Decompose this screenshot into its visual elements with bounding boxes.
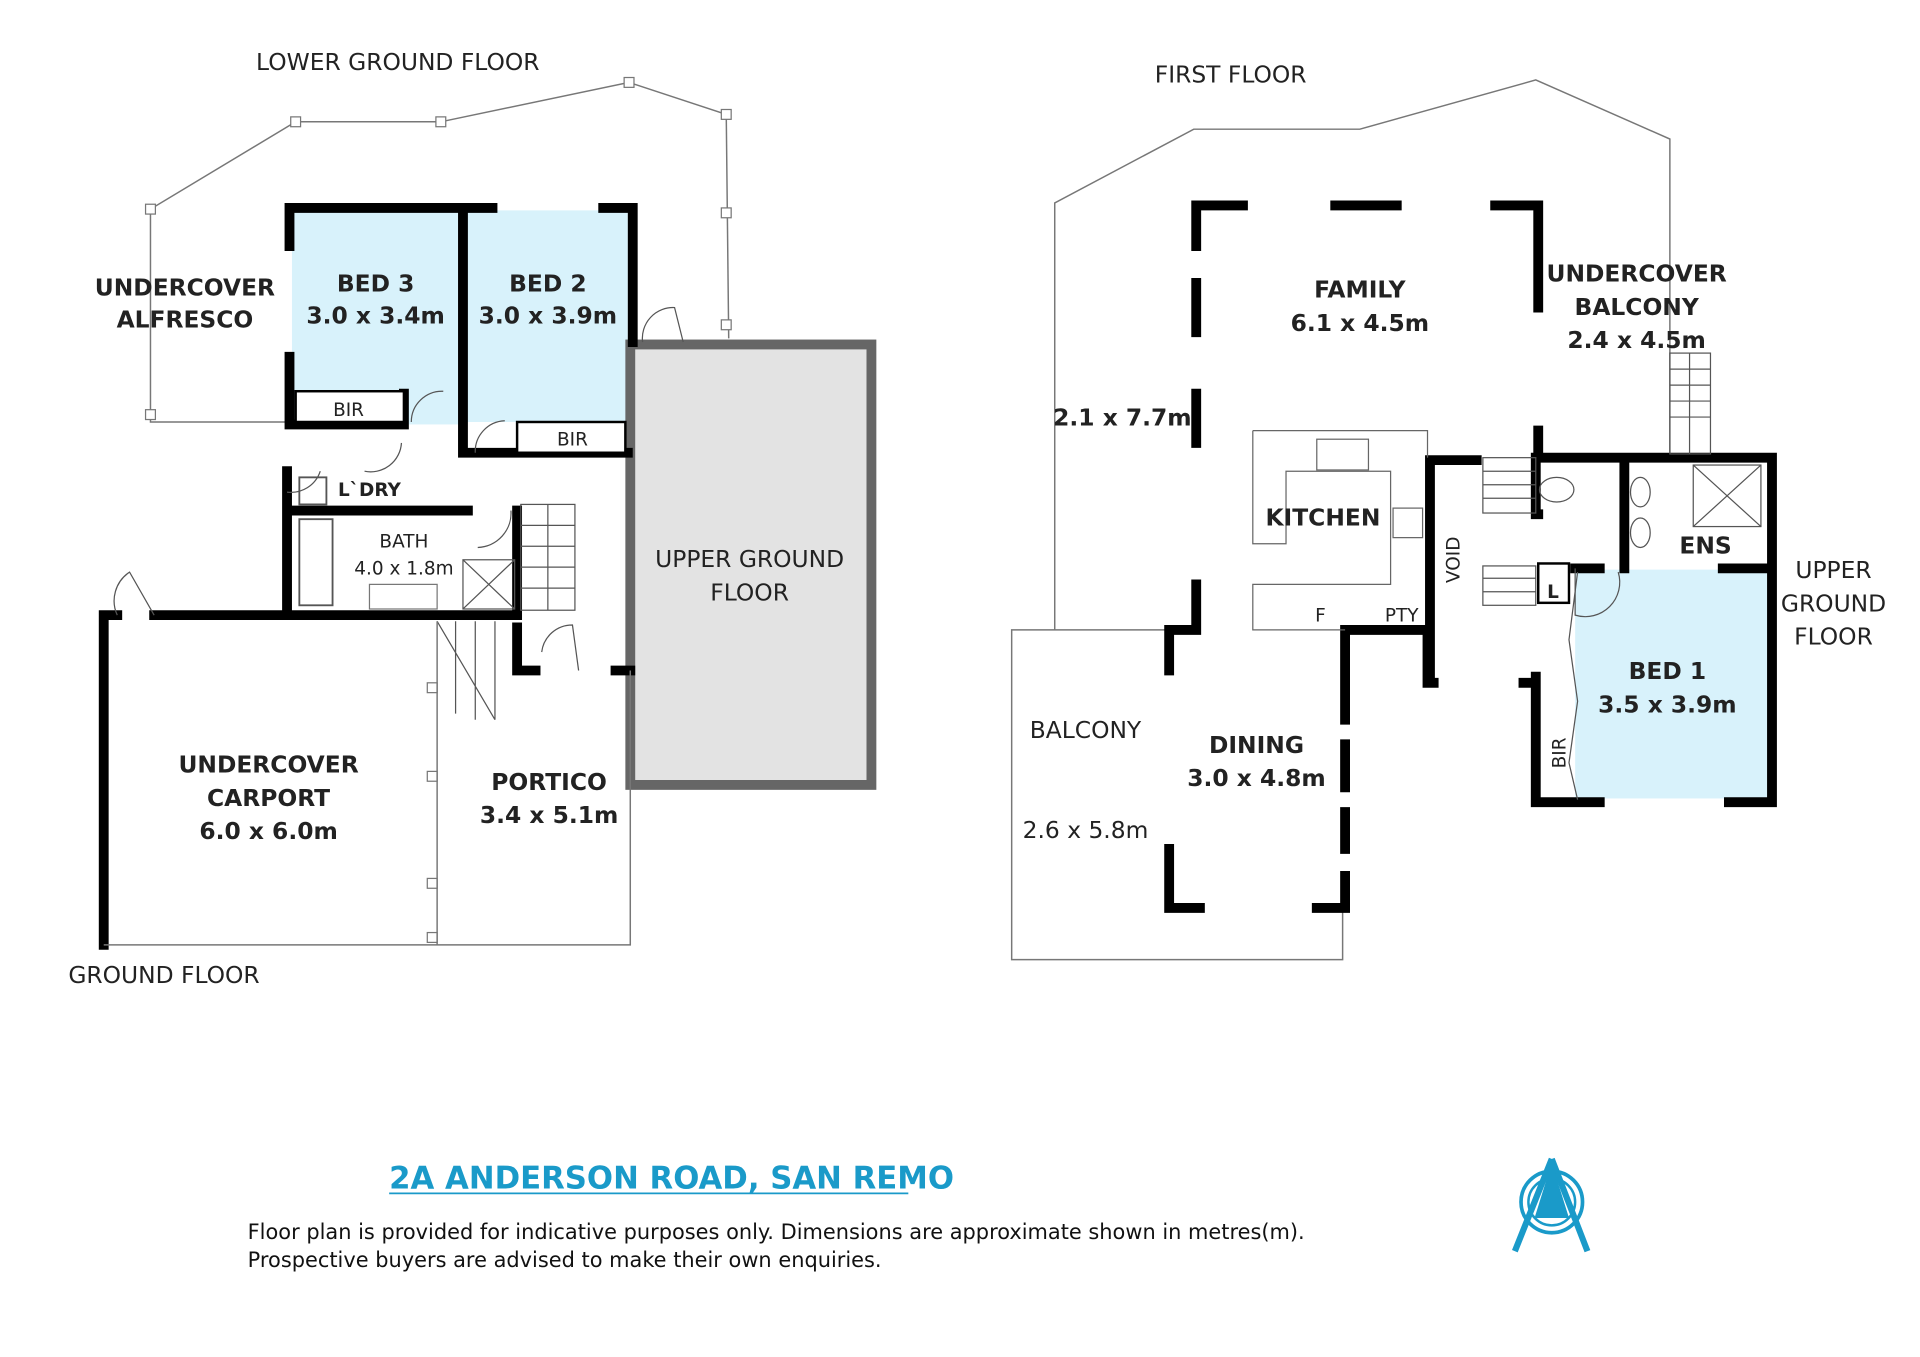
shower <box>462 559 516 610</box>
footer: 2A ANDERSON ROAD, SAN REMO Floor plan is… <box>248 1157 1591 1272</box>
dining-size: 3.0 x 4.8m <box>1187 764 1325 792</box>
first-floor-label: FIRST FLOOR <box>1155 60 1307 88</box>
door-swings <box>113 306 684 671</box>
upper-ground-floor-label-3: FLOOR <box>1794 623 1873 651</box>
bathtub <box>298 518 334 607</box>
bir-bed3-box <box>294 389 406 424</box>
vanity <box>368 583 438 610</box>
right-floor-plan: FIRST FLOOR FAMILY 6.1 x 4.5m 2.1 x 7.7m… <box>1010 60 1886 961</box>
carport-name-2: CARPORT <box>207 784 330 812</box>
bir-bed2-label: BIR <box>557 429 588 450</box>
bir-bed3-label: BIR <box>333 400 364 421</box>
stairs-icon <box>1482 352 1712 606</box>
walls <box>98 202 638 950</box>
portico-name: PORTICO <box>491 768 607 796</box>
bed2-fill <box>465 210 628 422</box>
undercover-balcony-size: 2.4 x 4.5m <box>1567 326 1705 354</box>
linen-label: L <box>1547 582 1559 603</box>
disclaimer-line-1: Floor plan is provided for indicative pu… <box>248 1220 1305 1244</box>
void-label: VOID <box>1443 537 1464 583</box>
bed2-size: 3.0 x 3.9m <box>479 302 617 330</box>
upper-ground-floor-label-2: GROUND <box>1781 589 1886 617</box>
disclaimer-line-2: Prospective buyers are advised to make t… <box>248 1248 882 1272</box>
dining-name: DINING <box>1209 731 1304 759</box>
posts <box>144 76 732 944</box>
carport-size: 6.0 x 6.0m <box>199 817 337 845</box>
upper-ground-floor-label-1: UPPER <box>1795 556 1871 584</box>
stairs-icon <box>436 503 576 721</box>
bir-bed2-box <box>515 420 627 454</box>
ensuite-fixtures <box>1538 464 1762 800</box>
brand-logo-icon <box>1512 1157 1591 1253</box>
alfresco-outline <box>149 81 730 423</box>
linen-box <box>1537 562 1571 605</box>
left-floor-plan: LOWER GROUND FLOOR GROUND FLOOR UNDERCOV… <box>68 48 877 989</box>
bath-size: 4.0 x 1.8m <box>354 559 453 580</box>
ground-floor-label: GROUND FLOOR <box>68 961 259 989</box>
balcony-name: BALCONY <box>1030 716 1142 744</box>
laundry-label: L`DRY <box>338 480 401 501</box>
bath-name: BATH <box>379 531 428 552</box>
bed1-fill <box>1575 569 1768 799</box>
walls <box>1164 200 1777 913</box>
bed1-name: BED 1 <box>1629 657 1707 685</box>
bir-bed1-label: BIR <box>1549 737 1570 768</box>
laundry-tub <box>298 476 328 506</box>
bed3-fill <box>291 210 463 425</box>
balcony-size: 2.6 x 5.8m <box>1023 816 1149 844</box>
kitchen-counters <box>1252 429 1429 631</box>
upper-ground-floor-block <box>625 339 877 790</box>
portico-size: 3.4 x 5.1m <box>480 801 618 829</box>
fridge-label: F <box>1315 605 1326 626</box>
alfresco-label-2: ALFRESCO <box>117 305 254 333</box>
undercover-balcony-name-1: UNDERCOVER <box>1547 260 1727 288</box>
kitchen-label: KITCHEN <box>1265 503 1380 531</box>
bed3-name: BED 3 <box>337 270 415 298</box>
upper-ground-floor-label-1: UPPER GROUND <box>655 545 844 573</box>
family-name: FAMILY <box>1314 276 1407 304</box>
bed1-size: 3.5 x 3.9m <box>1598 690 1736 718</box>
pantry-label: PTY <box>1385 605 1419 626</box>
carport-outline <box>103 670 632 946</box>
carport-name-1: UNDERCOVER <box>178 751 358 779</box>
family-size: 6.1 x 4.5m <box>1291 309 1429 337</box>
upper-ground-floor-label-2: FLOOR <box>710 578 789 606</box>
bed2-name: BED 2 <box>509 270 587 298</box>
property-address: 2A ANDERSON ROAD, SAN REMO <box>389 1160 954 1196</box>
balcony-outline <box>1010 629 1344 961</box>
lower-ground-floor-label: LOWER GROUND FLOOR <box>256 48 539 76</box>
undercover-balcony-name-2: BALCONY <box>1575 293 1700 321</box>
alfresco-label-1: UNDERCOVER <box>95 273 275 301</box>
deck-outline <box>1053 79 1671 630</box>
ens-label: ENS <box>1679 532 1731 560</box>
bed3-size: 3.0 x 3.4m <box>306 302 444 330</box>
deck-size: 2.1 x 7.7m <box>1053 404 1191 432</box>
